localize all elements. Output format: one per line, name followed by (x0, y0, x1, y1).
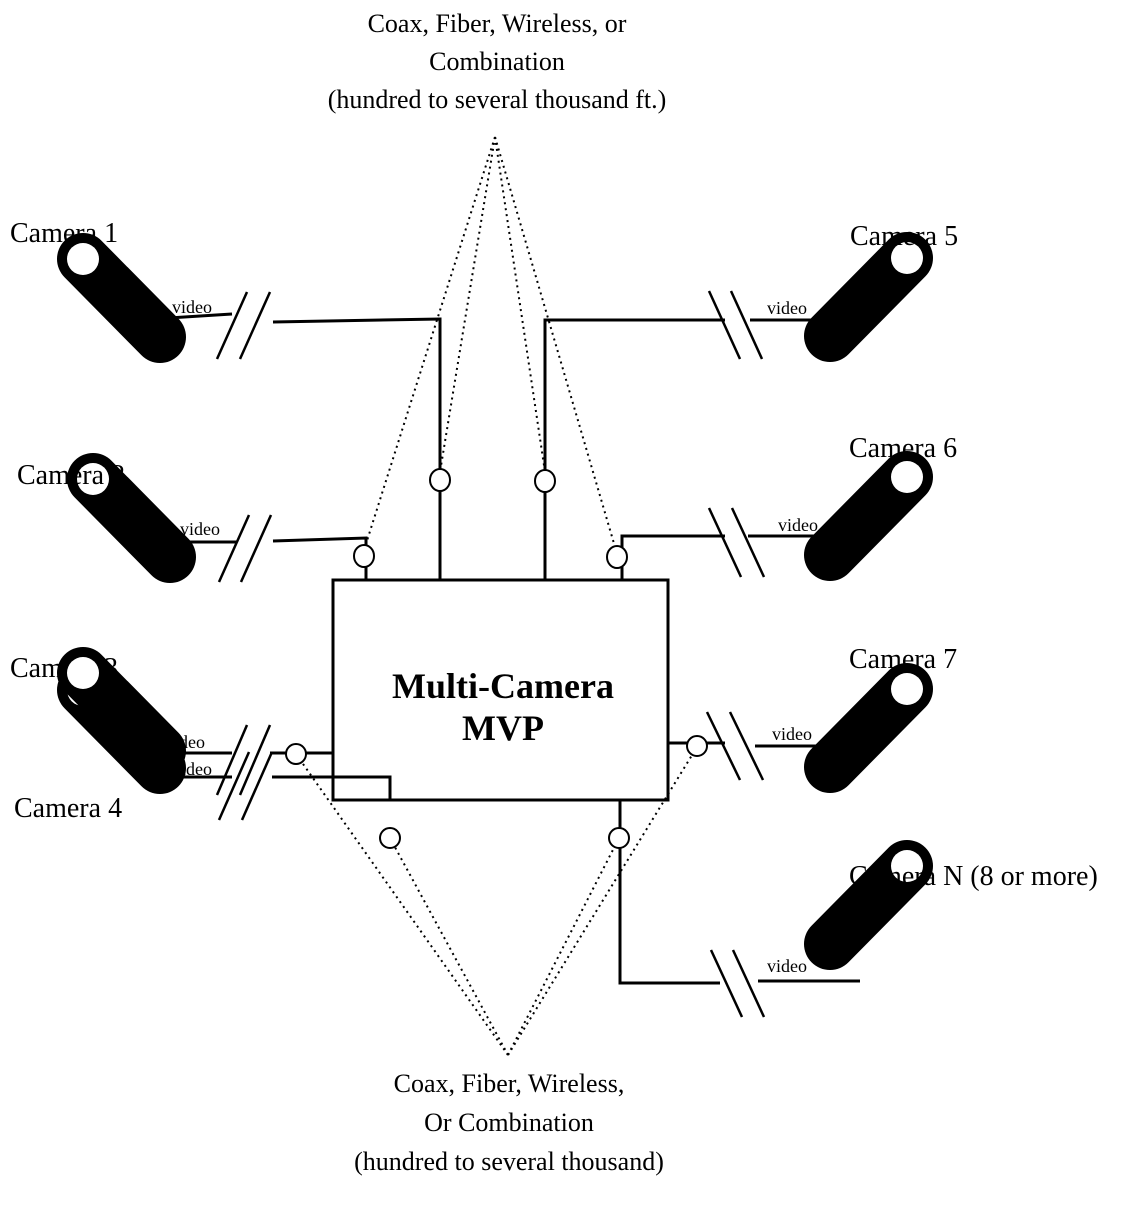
camera-5-group: Camera 5 video (534, 221, 958, 580)
camera-2-label: Camera 2 (17, 460, 125, 491)
connector-icon (379, 827, 401, 849)
multi-camera-mvp-box: Multi-Camera MVP (331, 578, 670, 802)
hub-label-line1: Multi-Camera (392, 666, 614, 706)
camera-1-video-label: video (172, 297, 212, 317)
camera-7-icon (830, 673, 923, 767)
top-note: Coax, Fiber, Wireless, or Combination (h… (328, 9, 667, 114)
camera-7-video-label: video (772, 724, 812, 744)
top-note-line3: (hundred to several thousand ft.) (328, 85, 667, 114)
camera-6-video-label: video (778, 515, 818, 535)
camera-5-icon (830, 242, 923, 336)
connector-icon (353, 544, 375, 568)
camera-2-group: Camera 2 video (17, 460, 375, 582)
camera-4-icon (67, 657, 160, 751)
connector-icon (429, 468, 451, 492)
camera-n-video-label: video (767, 956, 807, 976)
bottom-note-line3: (hundred to several thousand) (354, 1147, 664, 1176)
camera-6-group: Camera 6 video (606, 433, 957, 580)
top-dotted-lines (364, 136, 616, 548)
bottom-note-line2: Or Combination (424, 1108, 594, 1137)
camera-n-label: Camera N (8 or more) (849, 861, 1098, 892)
camera-4-group: Camera 4 video (14, 657, 401, 849)
camera-4-label: Camera 4 (14, 793, 122, 824)
bottom-note-line1: Coax, Fiber, Wireless, (394, 1069, 625, 1098)
camera-6-icon (830, 461, 923, 555)
camera-n-group: Camera N (8 or more) video (608, 800, 1098, 1018)
camera-2-video-label: video (180, 519, 220, 539)
hub-label-line2: MVP (462, 708, 544, 748)
bottom-note: Coax, Fiber, Wireless, Or Combination (h… (354, 1069, 664, 1176)
camera-5-label: Camera 5 (850, 221, 958, 252)
connector-icon (534, 469, 556, 493)
connector-icon (686, 735, 708, 757)
camera-6-label: Camera 6 (849, 433, 957, 464)
bottom-dotted-lines (295, 746, 698, 1056)
connector-icon (606, 545, 628, 569)
camera-7-group: Camera 7 video (668, 644, 957, 780)
camera-1-label: Camera 1 (10, 218, 118, 249)
top-note-line1: Coax, Fiber, Wireless, or (368, 9, 627, 38)
connector-icon (285, 743, 307, 765)
connector-icon (608, 827, 630, 849)
camera-5-video-label: video (767, 298, 807, 318)
camera-4-video-label: video (172, 759, 212, 779)
camera-1-icon (67, 243, 160, 337)
camera-7-label: Camera 7 (849, 644, 957, 675)
top-note-line2: Combination (429, 47, 565, 76)
camera-1-group: Camera 1 video (10, 218, 451, 580)
